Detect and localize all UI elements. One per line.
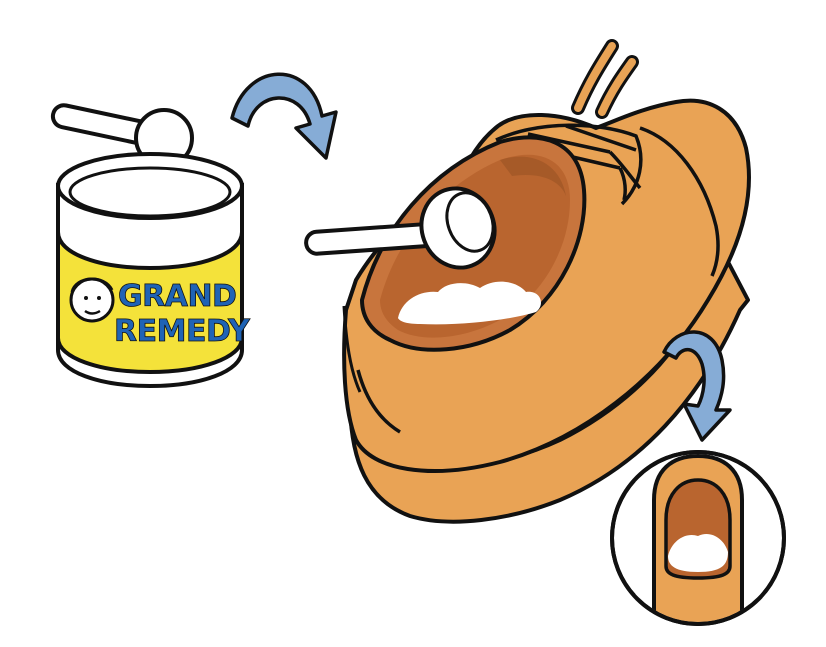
- shoe-toe-closeup-icon: [610, 450, 786, 626]
- powder-pile: [398, 281, 541, 325]
- measuring-scoop-icon: [304, 186, 497, 270]
- closeup-powder: [668, 533, 728, 572]
- shoe-icon: [342, 39, 751, 524]
- powder-can-icon: GRAND REMEDY: [50, 103, 252, 389]
- can-label-line1: GRAND: [118, 279, 236, 314]
- grandpa-face-icon: [69, 277, 115, 323]
- curved-arrow-icon: [662, 330, 732, 442]
- can-label-band: [56, 231, 244, 375]
- curved-arrow-icon: [230, 72, 338, 160]
- can-label-line2: REMEDY: [114, 314, 251, 349]
- can-top-rim: [56, 152, 244, 220]
